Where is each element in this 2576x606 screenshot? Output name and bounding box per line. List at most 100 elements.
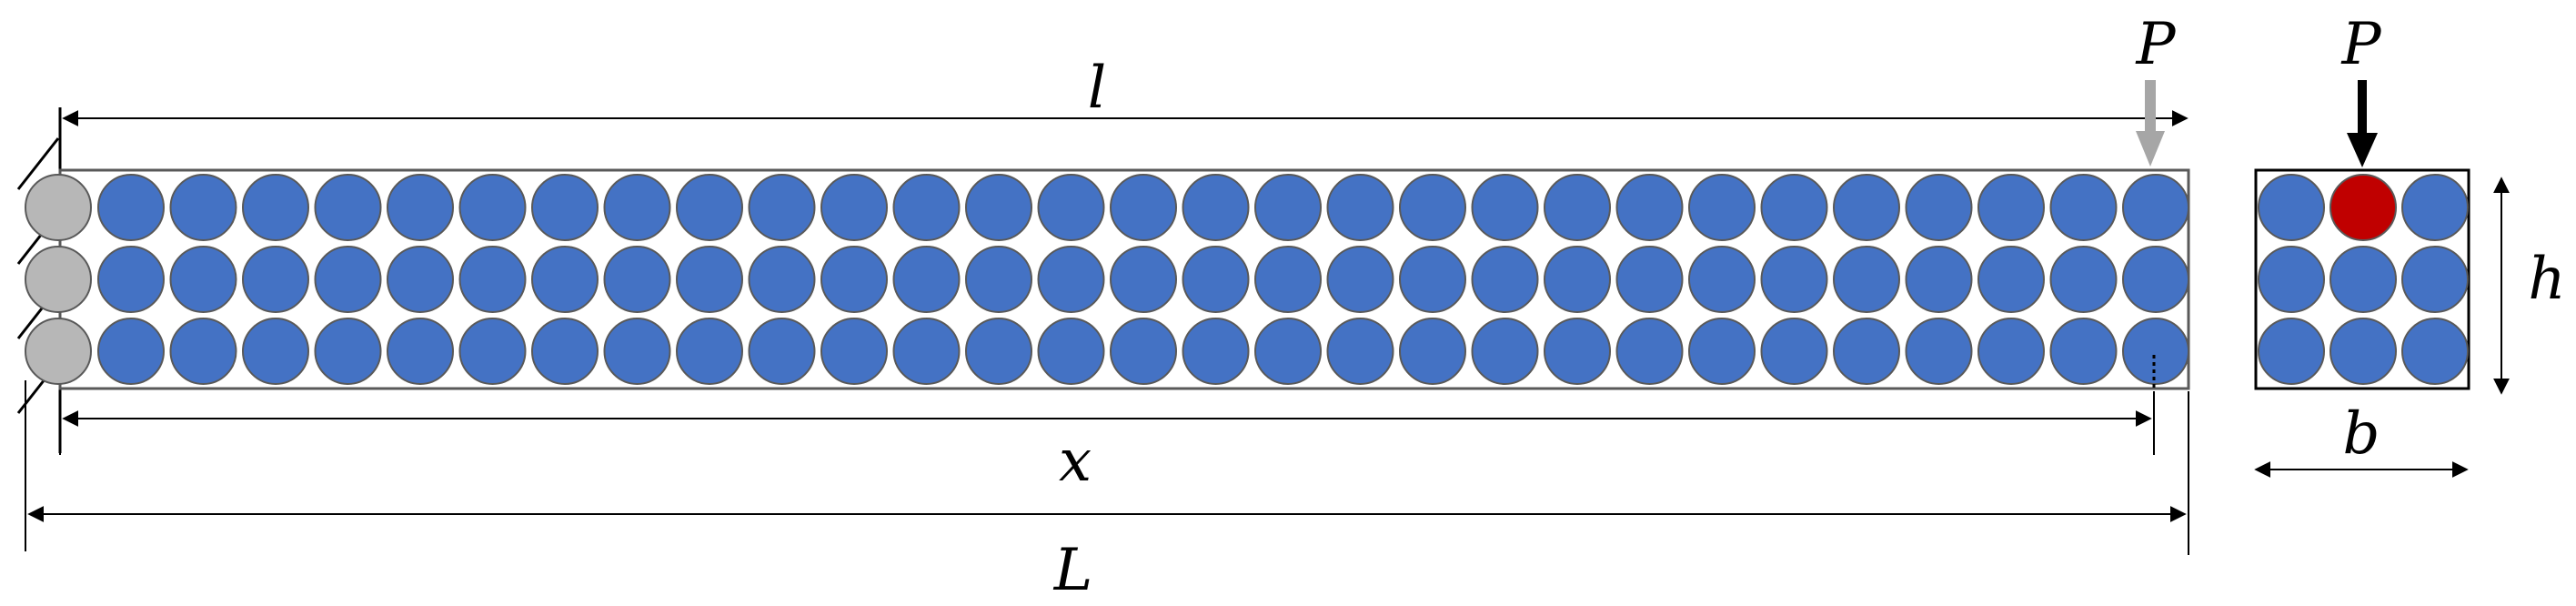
beam-particle	[1760, 174, 1828, 241]
label-h: h	[2528, 246, 2565, 313]
fixed-particle	[25, 174, 92, 241]
beam-particle	[458, 246, 527, 313]
beam-particle	[603, 318, 671, 385]
beam-particle	[242, 246, 309, 313]
beam-particle	[387, 318, 454, 385]
beam-particle	[242, 174, 309, 241]
beam-particle	[242, 318, 309, 385]
beam-particle	[748, 318, 816, 385]
beam-particle	[1977, 318, 2045, 385]
beam-particle	[314, 246, 382, 313]
loaded-particle	[2329, 174, 2397, 241]
beam-particle	[1688, 318, 1756, 385]
beam-particle	[2122, 174, 2189, 241]
beam-particle	[1615, 174, 1684, 241]
beam-particle	[965, 246, 1032, 313]
beam-particle	[1326, 174, 1394, 241]
label-load-section: P	[2340, 11, 2381, 78]
beam-particle	[748, 246, 816, 313]
beam-particle	[97, 318, 165, 385]
beam-particle	[1544, 318, 1611, 385]
beam-particle	[965, 318, 1032, 385]
beam-particle	[603, 246, 671, 313]
beam-particle	[1110, 246, 1177, 313]
beam-particle	[1037, 174, 1105, 241]
beam-particle	[1037, 246, 1105, 313]
beam-particle	[965, 174, 1032, 241]
beam-particle	[169, 174, 237, 241]
beam-particle	[169, 246, 237, 313]
beam-particle	[1037, 318, 1105, 385]
section-particle	[2258, 318, 2325, 385]
dimension-b: b	[2254, 400, 2469, 478]
beam-particle	[1833, 318, 1900, 385]
dimension-L: L	[25, 380, 2189, 604]
label-L: L	[1053, 537, 1093, 604]
beam-particle	[314, 174, 382, 241]
hatch-line	[16, 137, 60, 190]
beam-particle	[1905, 318, 1973, 385]
beam-particle	[1110, 318, 1177, 385]
beam-particle	[531, 318, 599, 385]
beam-particle	[458, 318, 527, 385]
beam-particle	[1399, 318, 1466, 385]
dimension-x: x	[59, 391, 2155, 495]
label-load-side: P	[2135, 11, 2176, 78]
beam-particle	[820, 246, 888, 313]
beam-particle	[314, 318, 382, 385]
beam-particle	[1833, 246, 1900, 313]
cross-section: P h b	[2254, 11, 2566, 478]
dimension-l: l	[62, 55, 2189, 126]
beam-particle	[1760, 246, 1828, 313]
label-x: x	[1059, 428, 1092, 495]
beam-particle	[1110, 174, 1177, 241]
beam-particle	[1471, 246, 1539, 313]
beam-particle	[531, 174, 599, 241]
beam-particle	[2049, 246, 2118, 313]
beam-particle	[169, 318, 237, 385]
beam-particle	[2122, 318, 2189, 385]
beam-particle	[603, 174, 671, 241]
beam-particle	[1544, 246, 1611, 313]
beam-particle	[2122, 246, 2189, 313]
section-particle	[2401, 318, 2469, 385]
section-particle	[2329, 246, 2397, 313]
section-particles	[2258, 174, 2469, 385]
dimension-h: h	[2493, 177, 2566, 395]
beam-particle	[387, 246, 454, 313]
section-particle	[2258, 174, 2325, 241]
beam-particle	[1326, 246, 1394, 313]
beam-particle	[1615, 246, 1684, 313]
beam-particle	[1615, 318, 1684, 385]
beam-particle	[2049, 174, 2118, 241]
beam-particle	[1254, 246, 1322, 313]
load-arrow-section: P	[2340, 11, 2381, 167]
beam-particle	[1544, 174, 1611, 241]
section-particle	[2401, 174, 2469, 241]
fixed-particle	[25, 246, 92, 313]
beam-particle	[531, 246, 599, 313]
beam-particle	[1326, 318, 1394, 385]
section-particle	[2401, 246, 2469, 313]
beam-particle	[892, 318, 961, 385]
beam-particle	[1905, 174, 1973, 241]
beam-particle	[1977, 246, 2045, 313]
beam-particle	[1760, 318, 1828, 385]
beam-particle	[1182, 246, 1250, 313]
section-particle	[2258, 246, 2325, 313]
beam-particle	[748, 174, 816, 241]
beam-particle	[676, 174, 743, 241]
beam-particle	[387, 174, 454, 241]
label-l: l	[1088, 55, 1106, 122]
beam-particle	[97, 174, 165, 241]
beam-particle	[820, 174, 888, 241]
beam-particle	[676, 246, 743, 313]
beam-particle	[1471, 174, 1539, 241]
beam-particle	[1182, 174, 1250, 241]
beam-particle	[1182, 318, 1250, 385]
beam-particle	[1254, 174, 1322, 241]
load-arrow-side: P	[2135, 11, 2176, 167]
beam-particle	[2049, 318, 2118, 385]
beam-particle	[820, 318, 888, 385]
